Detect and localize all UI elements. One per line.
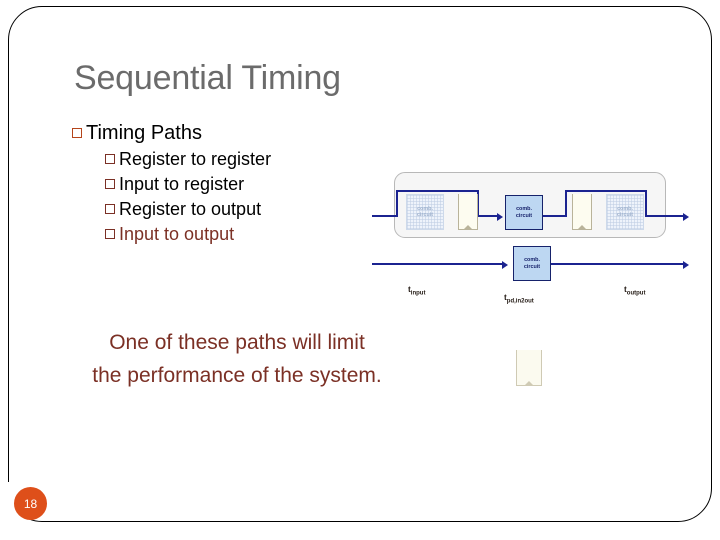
arrowhead-into-comb-middle xyxy=(497,213,503,221)
register-1-icon xyxy=(458,194,478,230)
timing-paths-diagram: comb. circuit comb. circuit comb. circui… xyxy=(372,168,702,305)
arrowhead-lower-output xyxy=(683,261,689,269)
wire-output xyxy=(645,215,685,218)
comb-lower-label-line1: comb. xyxy=(524,257,540,264)
comb-middle-label-line2: circuit xyxy=(515,212,533,219)
comb-circuit-right-block: comb. circuit xyxy=(606,194,644,230)
comb-middle-label-line1: comb. xyxy=(516,206,532,213)
bullet-square-icon xyxy=(105,229,115,239)
bullet-square-icon xyxy=(105,154,115,164)
label-t-pd-in2out: tpd,in2out xyxy=(504,292,534,305)
label-t-pd-sub: pd,in2out xyxy=(506,298,534,305)
wire-top-seg-1 xyxy=(396,190,479,193)
label-t-input: tinput xyxy=(408,284,425,297)
page-title: Sequential Timing xyxy=(74,59,341,97)
comb-left-label-line2: circuit xyxy=(416,212,434,218)
wire-lower-right xyxy=(551,263,685,266)
bullet-list: Timing Paths Register to register Input … xyxy=(72,120,402,247)
bullet-square-icon xyxy=(72,128,82,138)
comb-left-label-line1: comb. xyxy=(417,205,433,212)
arrowhead-output xyxy=(683,213,689,221)
wire-input-riser xyxy=(396,190,399,217)
list-item-label: Register to register xyxy=(119,149,272,169)
list-item-label: Input to register xyxy=(119,174,245,194)
list-item-input-to-register: Input to register xyxy=(72,172,402,197)
page-number-badge: 18 xyxy=(14,487,47,520)
label-t-output: toutput xyxy=(624,284,645,297)
wire-input xyxy=(372,215,398,218)
arrowhead-into-lower-comb xyxy=(502,261,508,269)
bullet-square-icon xyxy=(105,179,115,189)
wire-riser-2 xyxy=(565,190,568,217)
emphasis-paragraph: One of these paths will limit the perfor… xyxy=(92,331,382,387)
list-item-label: Input to output xyxy=(119,224,235,244)
comb-circuit-middle-block: comb. circuit xyxy=(505,195,543,230)
bullet-square-icon xyxy=(105,204,115,214)
list-item-label: Register to output xyxy=(119,199,262,219)
list-item-register-to-register: Register to register xyxy=(72,147,402,172)
label-t-pd-base: t xyxy=(504,292,507,302)
wire-drop-1 xyxy=(477,190,480,217)
comb-lower-label-line2: circuit xyxy=(523,263,541,270)
wire-drop-2 xyxy=(645,190,648,217)
comb-circuit-left-block: comb. circuit xyxy=(406,194,444,230)
list-item-register-to-output: Register to output xyxy=(72,197,402,222)
list-item-input-to-output: Input to output xyxy=(72,222,402,247)
label-t-output-sub: output xyxy=(626,290,646,297)
wire-lower-left xyxy=(372,263,505,266)
register-2-icon xyxy=(572,194,592,230)
stray-register-icon xyxy=(516,350,542,386)
wire-from-comb-middle xyxy=(543,215,567,218)
comb-right-label-line2: circuit xyxy=(616,212,634,218)
label-t-input-base: t xyxy=(408,284,411,294)
comb-right-label-line1: comb. xyxy=(617,205,633,212)
wire-to-comb-middle xyxy=(477,215,499,218)
wire-top-seg-2 xyxy=(565,190,647,193)
label-t-output-base: t xyxy=(624,284,627,294)
list-item-timing-paths: Timing Paths xyxy=(72,120,402,147)
comb-circuit-lower-block: comb. circuit xyxy=(513,246,551,281)
list-item-label: Timing Paths xyxy=(86,122,202,144)
label-t-input-sub: input xyxy=(410,290,426,297)
